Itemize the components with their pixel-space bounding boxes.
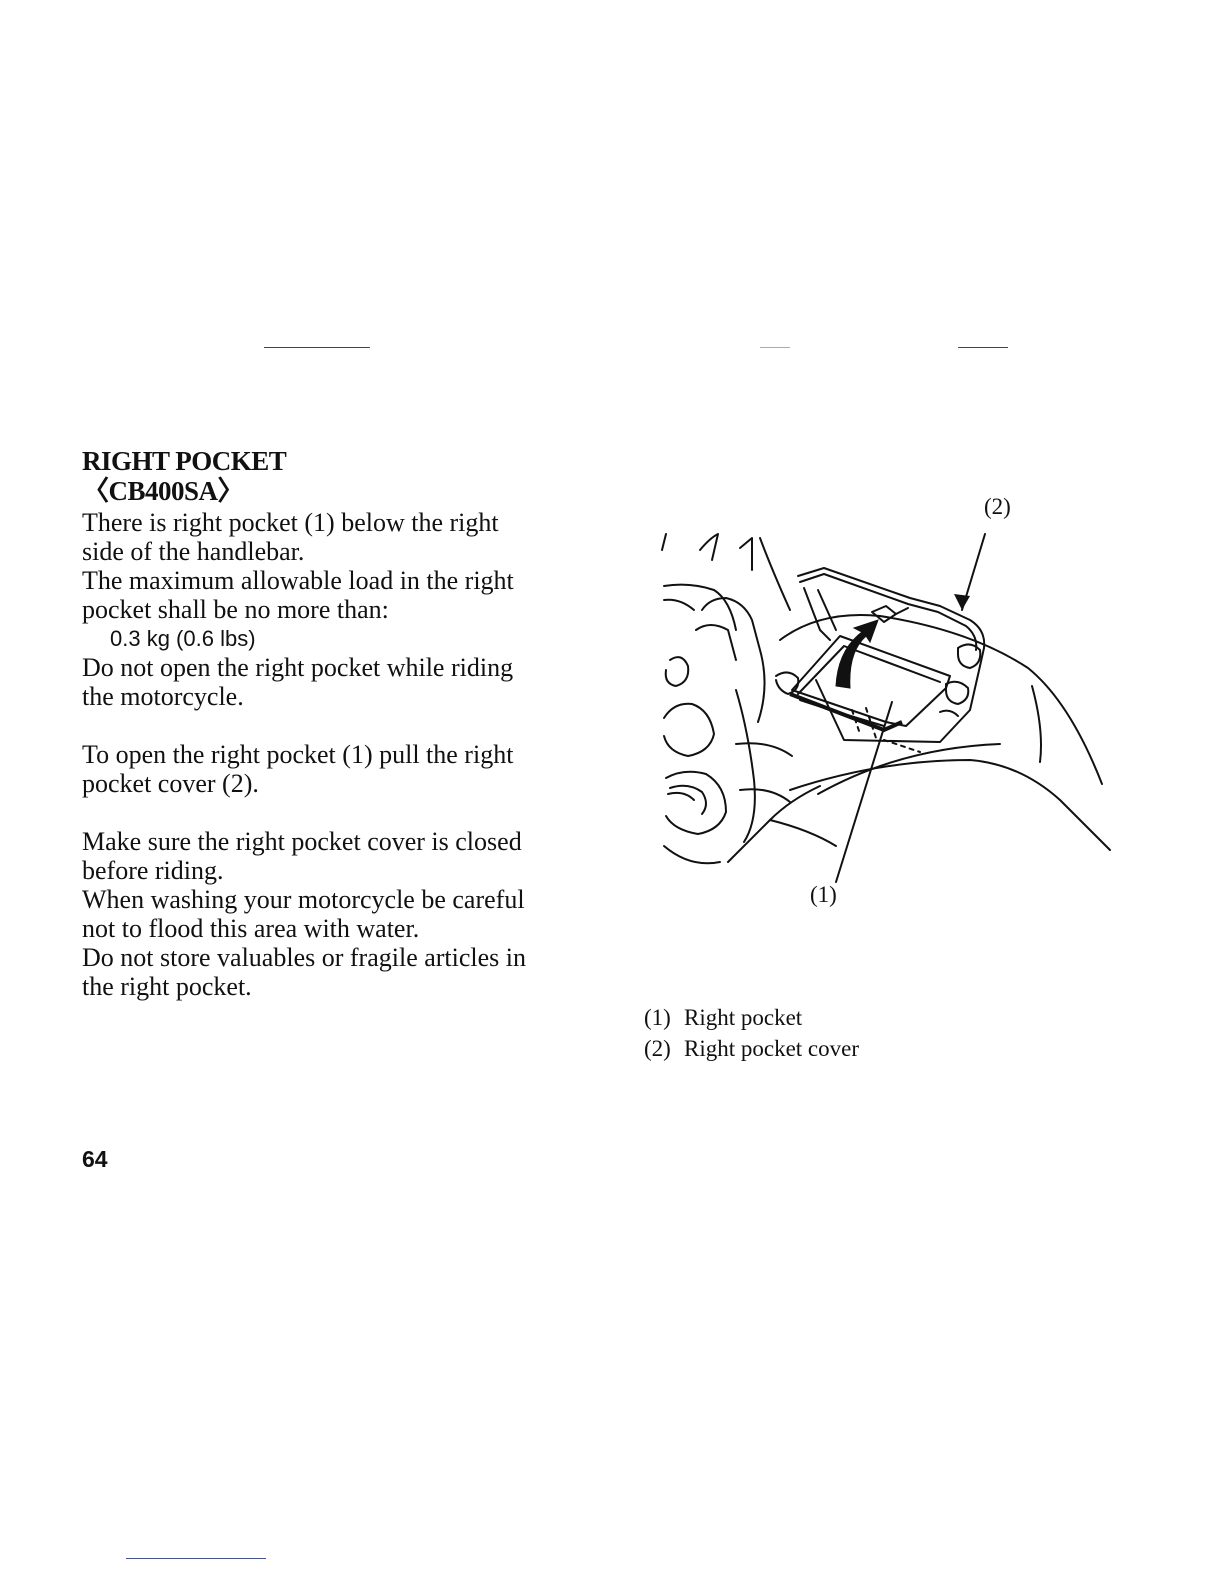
paragraph-line: the right pocket. [82,972,252,1001]
paragraph-line: pocket shall be no more than: [82,595,389,624]
scan-artifact [760,347,790,348]
paragraph-line: not to flood this area with water. [82,914,420,943]
scan-artifact [264,347,370,348]
section-title: RIGHT POCKET [82,446,287,476]
model-label: 〈CB400SA〉 [82,476,245,506]
page-number: 64 [82,1146,108,1172]
callout-2: (2) [984,494,1011,519]
scan-artifact [958,347,1008,348]
right-pocket-illustration: (2) (1) [640,490,1120,920]
paragraph-line: There is right pocket (1) below the righ… [82,508,499,537]
paragraph-line: To open the right pocket (1) pull the ri… [82,740,514,769]
load-spec: 0.3 kg (0.6 lbs) [110,626,256,651]
paragraph-line: The maximum allowable load in the right [82,566,514,595]
paragraph-line: pocket cover (2). [82,769,259,798]
paragraph-line: side of the handlebar. [82,537,305,566]
legend-item: (1) Right pocket [644,1002,859,1033]
bottom-rule [126,1558,266,1559]
paragraph-line: Do not open the right pocket while ridin… [82,653,514,682]
legend-label: Right pocket [684,1005,803,1030]
figure-legend: (1) Right pocket (2) Right pocket cover [644,1002,859,1064]
legend-number: (2) [644,1036,671,1061]
legend-label: Right pocket cover [684,1036,860,1061]
paragraph-line: Do not store valuables or fragile articl… [82,943,527,972]
legend-item: (2) Right pocket cover [644,1033,859,1064]
callout-1: (1) [810,882,837,907]
body-text: There is right pocket (1) below the righ… [82,508,588,1001]
paragraph-line: the motorcycle. [82,682,244,711]
legend-number: (1) [644,1005,671,1030]
paragraph-line: Make sure the right pocket cover is clos… [82,827,522,856]
paragraph-line: When washing your motorcycle be careful [82,885,525,914]
paragraph-line: before riding. [82,856,224,885]
pocket-drawing [661,533,1111,883]
